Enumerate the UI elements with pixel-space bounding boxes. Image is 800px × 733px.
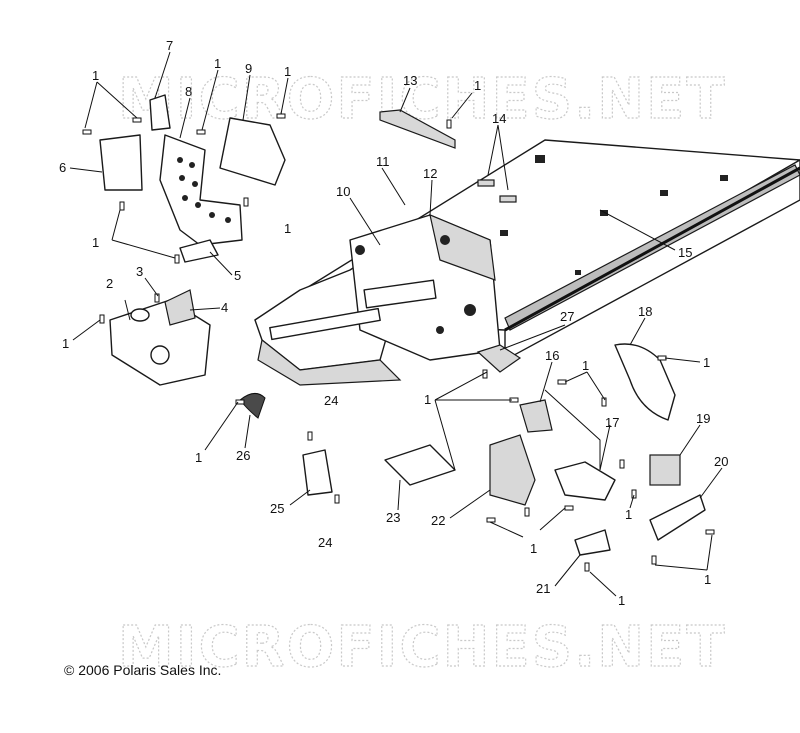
callout-1: 1 [704,572,711,587]
copyright-notice: © 2006 Polaris Sales Inc. [64,662,222,678]
part-25-bracket [302,449,333,496]
callout-10: 10 [336,184,350,199]
callout-25: 25 [270,501,284,516]
callout-7: 7 [166,38,173,53]
part-16-block [519,399,553,433]
callout-1: 1 [424,392,431,407]
callout-22: 22 [431,513,445,528]
callout-16: 16 [545,348,559,363]
callout-14: 14 [492,111,506,126]
part-21-bracket [574,529,611,556]
callout-19: 19 [696,411,710,426]
callout-9: 9 [245,61,252,76]
part-13-bracket [379,109,456,149]
callout-1: 1 [474,78,481,93]
callout-17: 17 [605,415,619,430]
callout-21: 21 [536,581,550,596]
part-5-clip [179,239,219,263]
callout-18: 18 [638,304,652,319]
part-27-pad [476,344,522,373]
part-6-plate [99,134,143,191]
callout-5: 5 [234,268,241,283]
callout-12: 12 [423,166,437,181]
part-22-shield [489,434,536,506]
part-26-grommet [239,393,266,419]
part-20-plate [649,494,706,541]
part-8-holes [177,157,231,223]
callout-1: 1 [284,221,291,236]
callout-13: 13 [403,73,417,88]
part-7-bracket [149,94,171,131]
part-14-plate-b [499,195,517,203]
watermark-bottom: MICROFICHES.NET [118,615,727,680]
callout-1: 1 [703,355,710,370]
part-2-housing [109,299,211,386]
callout-27: 27 [560,309,574,324]
callout-1: 1 [195,450,202,465]
callout-1: 1 [618,593,625,608]
callout-1: 1 [582,358,589,373]
callout-20: 20 [714,454,728,469]
callout-8: 8 [185,84,192,99]
callout-2: 2 [106,276,113,291]
callout-1: 1 [62,336,69,351]
callout-1: 1 [625,507,632,522]
callout-15: 15 [678,245,692,260]
part-23-plate [384,444,456,486]
part-14-plate [477,179,495,187]
callout-6: 6 [59,160,66,175]
callout-24: 24 [324,393,338,408]
callout-labels: 1 7 8 1 9 1 6 13 1 14 11 12 10 1 15 1 5 … [59,38,728,608]
callout-3: 3 [136,264,143,279]
callout-26: 26 [236,448,250,463]
callout-1: 1 [214,56,221,71]
callout-1: 1 [92,235,99,250]
part-18-guard [614,343,676,421]
callout-4: 4 [221,300,228,315]
callout-1: 1 [284,64,291,79]
part-17-bracket [554,461,616,501]
chassis-frame [254,139,800,386]
part-4-shield [164,289,196,326]
callout-23: 23 [386,510,400,525]
callout-1: 1 [530,541,537,556]
callout-1: 1 [92,68,99,83]
leader-lines [69,51,723,597]
part-19-cover [649,454,681,486]
callout-24: 24 [318,535,332,550]
fasteners [82,113,715,572]
callout-11: 11 [376,154,390,169]
part-9-bracket [219,117,286,186]
